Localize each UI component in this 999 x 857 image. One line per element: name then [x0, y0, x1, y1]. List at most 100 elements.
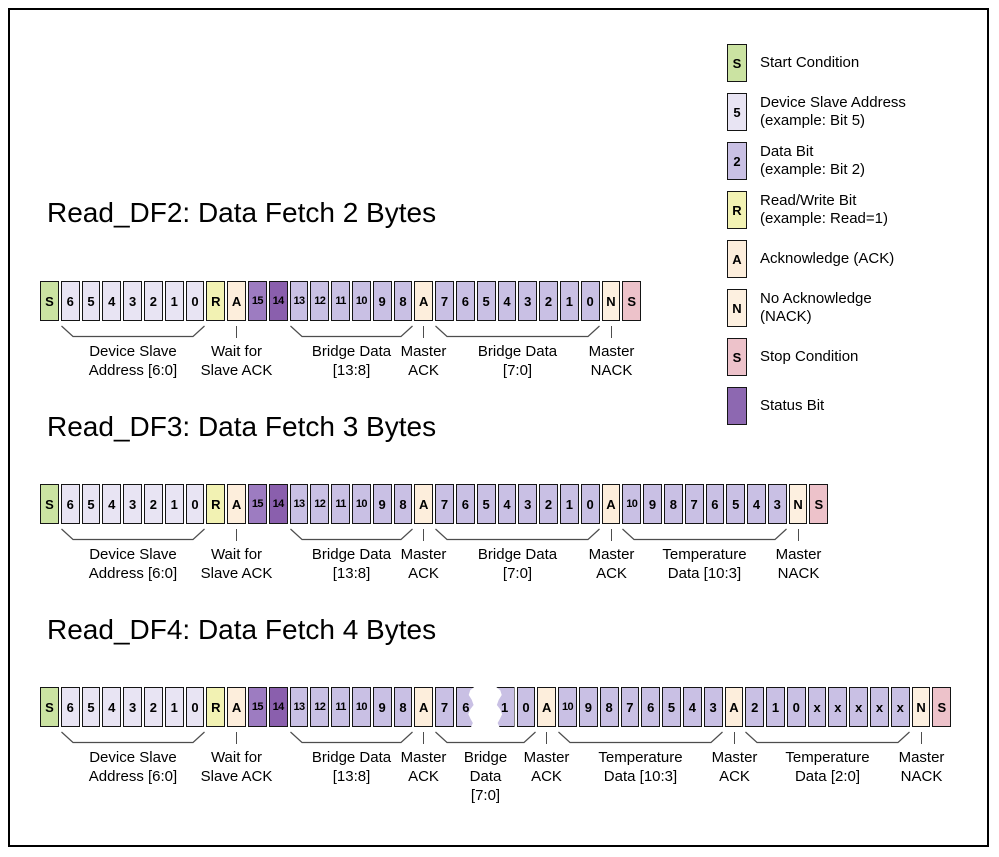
legend-label: Start Condition [760, 53, 860, 71]
bit-cell-data: 7 [435, 687, 454, 727]
group-labels: Device Slave Address [6:0]Wait for Slave… [40, 323, 990, 403]
bit-cell-ack: A [414, 687, 434, 727]
group-tick [733, 732, 736, 744]
bit-cell-addr: 4 [102, 281, 122, 321]
group-label: Temperature Data [10:3] [662, 546, 747, 582]
bit-cell-data: 8 [663, 484, 683, 524]
legend-label: Status Bit [760, 396, 825, 414]
group-label: Master NACK [588, 343, 635, 379]
bit-cell-addr: 2 [143, 281, 163, 321]
bit-cell-data: x [890, 687, 910, 727]
bit-cell-data: 10 [351, 281, 371, 321]
bit-cell-data: 0 [580, 281, 600, 321]
bit-cell-data: 11 [331, 281, 350, 321]
legend-swatch-ack: A [727, 240, 747, 278]
bit-cell-data: 5 [476, 484, 496, 524]
group-label: Master ACK [588, 546, 635, 582]
bit-cell-stop: S [622, 281, 642, 321]
bit-cell-data: 8 [393, 687, 413, 727]
bit-cell-nack: N [788, 484, 808, 524]
group-brace [290, 528, 413, 541]
bit-cell-data: 12 [310, 687, 330, 727]
legend-label: Acknowledge (ACK) [760, 249, 895, 267]
group-tick [545, 732, 548, 744]
bit-cell-data: 6 [705, 484, 725, 524]
legend-label: Stop Condition [760, 347, 859, 365]
group-label: Master ACK [400, 546, 447, 582]
group-label: Bridge Data [7:0] [477, 343, 558, 379]
bit-cell-data: 3 [767, 484, 787, 524]
bit-cell-data: 2 [745, 687, 765, 727]
group-label: Master ACK [400, 343, 447, 379]
bit-cell-data: x [828, 687, 848, 727]
bit-cell-data: 9 [643, 484, 662, 524]
group-label: Temperature Data [2:0] [785, 749, 870, 785]
bit-cell-data: 7 [435, 484, 454, 524]
bit-cell-data: 0 [580, 484, 600, 524]
group-brace [435, 528, 600, 541]
bit-cell-addr: 6 [60, 484, 80, 524]
bit-cell-addr: 3 [123, 281, 142, 321]
bit-cell-data: 13 [289, 687, 309, 727]
group-label: Master ACK [400, 749, 447, 785]
bit-cell-data: 9 [372, 281, 392, 321]
bit-cell-data: x [807, 687, 827, 727]
bit-cell-ack: A [414, 281, 434, 321]
group-brace [435, 731, 536, 744]
bit-cell-data: 0 [786, 687, 806, 727]
bit-cell-data: 2 [539, 484, 558, 524]
group-label: Wait for Slave ACK [200, 343, 273, 379]
bit-cell-start: S [40, 484, 59, 524]
bit-cell-addr: 5 [81, 687, 101, 727]
bit-cell-data: 10 [622, 484, 642, 524]
group-label: Wait for Slave ACK [200, 546, 273, 582]
group-tick [610, 326, 613, 338]
group-label: Device Slave Address [6:0] [88, 546, 178, 582]
bit-cell-data: 6 [455, 484, 475, 524]
group-label: Master ACK [523, 749, 570, 785]
bit-cell-status14: 14 [268, 687, 288, 727]
bit-cell-data: 10 [558, 687, 577, 727]
bit-cell-addr: 5 [81, 484, 101, 524]
bit-cell-data: 1 [559, 281, 579, 321]
bit-cell-status14: 14 [268, 484, 288, 524]
bit-cell-data: 1 [766, 687, 785, 727]
legend-swatch-rw: R [727, 191, 747, 229]
section-title: Read_DF2: Data Fetch 2 Bytes [47, 197, 437, 228]
bit-cell-data: 2 [539, 281, 558, 321]
bit-cell-ack: A [601, 484, 621, 524]
bit-cell-data: 6 [455, 687, 475, 727]
bit-cell-data: 4 [497, 281, 517, 321]
bit-cell-data: x [870, 687, 889, 727]
group-label: Device Slave Address [6:0] [88, 749, 178, 785]
group-tick [422, 326, 425, 338]
bit-cell-data: 9 [372, 687, 392, 727]
group-label: Bridge Data [13:8] [311, 546, 392, 582]
bit-cell-ack: A [227, 687, 246, 727]
legend-label: No Acknowledge (NACK) [760, 289, 872, 326]
bit-cell-data: 12 [310, 281, 330, 321]
group-brace [61, 528, 205, 541]
bit-cell-addr: 2 [143, 484, 163, 524]
bit-cell-data: 4 [497, 484, 517, 524]
bit-cell-data: 4 [747, 484, 766, 524]
bit-cell-rw: R [206, 281, 226, 321]
bit-cell-data: 9 [372, 484, 392, 524]
bit-cell-data: 5 [476, 281, 496, 321]
bit-cell-rw: R [206, 687, 226, 727]
bit-cell-ack: A [414, 484, 434, 524]
bit-cell-addr: 0 [185, 484, 205, 524]
group-label: Bridge Data [13:8] [311, 343, 392, 379]
bit-cell-addr: 0 [185, 281, 205, 321]
bit-cell-addr: 4 [102, 687, 122, 727]
group-label: Temperature Data [10:3] [598, 749, 683, 785]
bit-cell-data: 11 [331, 687, 350, 727]
bit-cell-data: 10 [351, 484, 371, 524]
bit-cell-data: 12 [310, 484, 330, 524]
group-label: Master NACK [898, 749, 945, 785]
bit-cell-ack: A [724, 687, 744, 727]
